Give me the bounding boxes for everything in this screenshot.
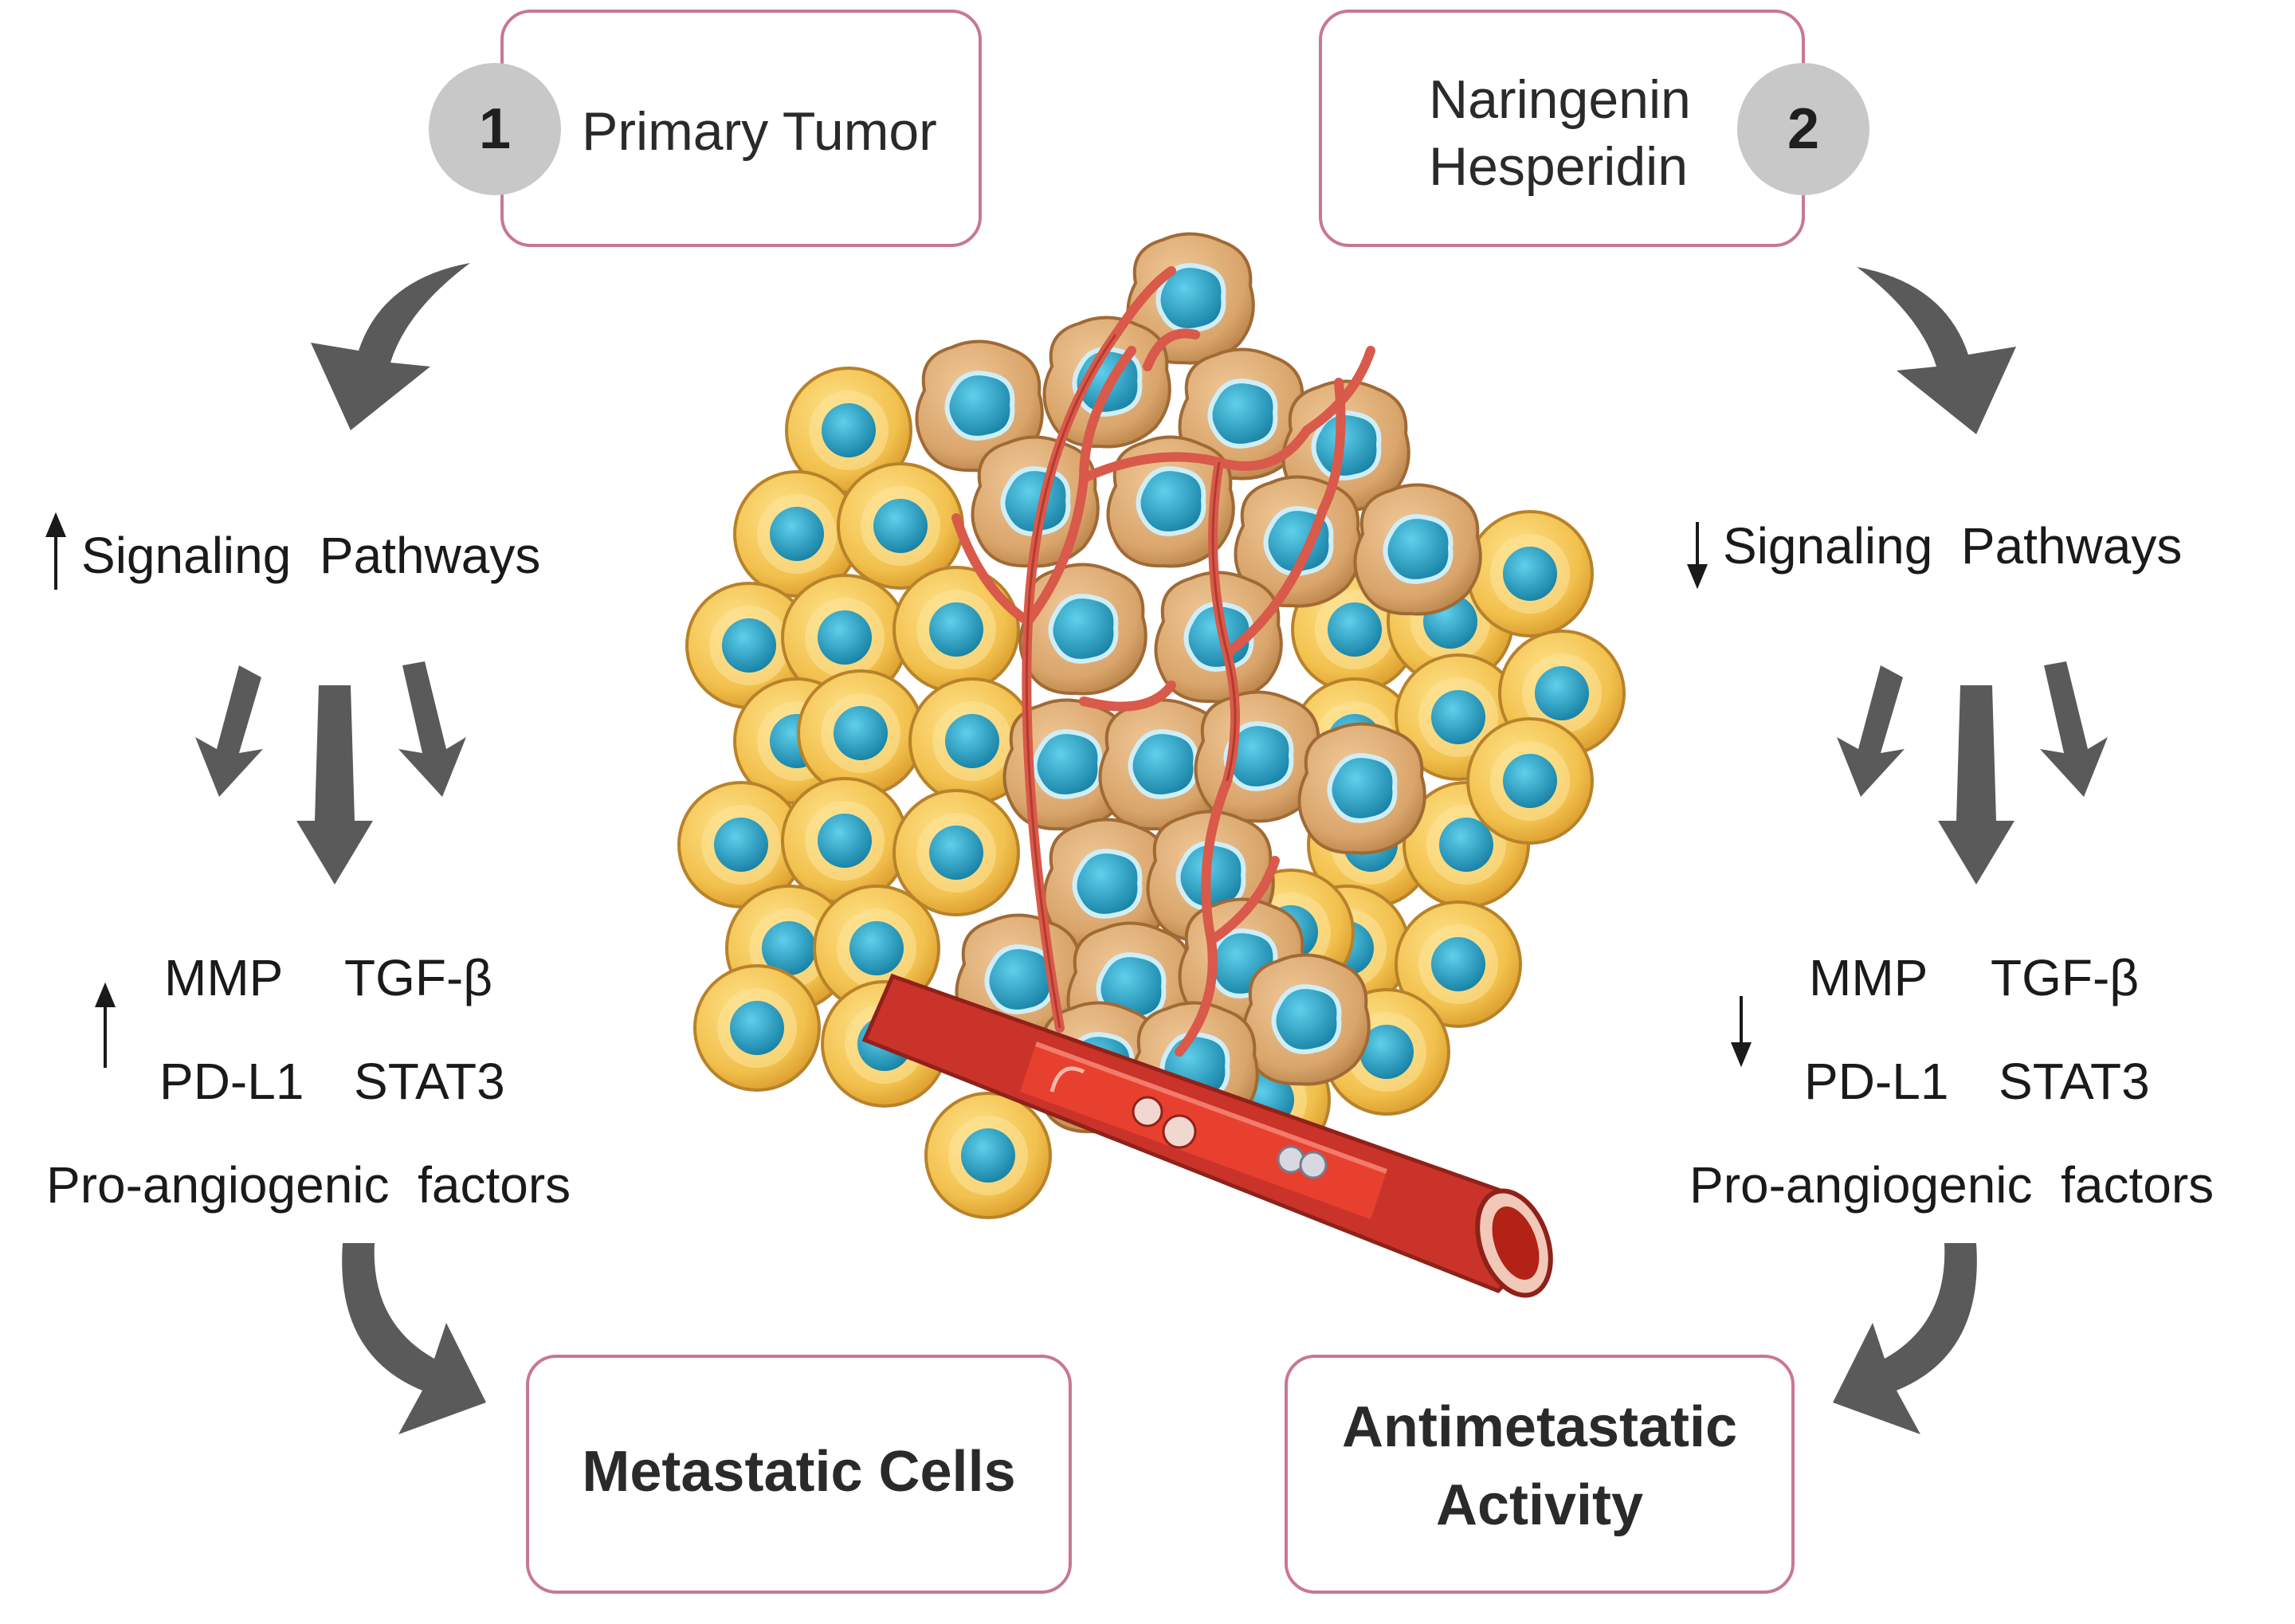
curved-arrow-top-left — [311, 263, 470, 430]
primary-tumor-label: Primary Tumor — [582, 101, 937, 162]
curved-arrow-bottom-right — [1833, 1243, 1977, 1434]
curved-arrow-top-right — [1857, 267, 2016, 434]
antimetastatic-activity-box — [1285, 1355, 1795, 1594]
left-tgf-beta: TGF-β — [344, 949, 493, 1006]
right-mmp: MMP — [1809, 949, 1928, 1006]
tumor-illustration — [677, 233, 1626, 1298]
triple-arrows-left — [195, 661, 466, 885]
hesperidin-label: Hesperidin — [1429, 136, 1689, 197]
metastatic-cells-box — [526, 1355, 1072, 1594]
naringenin-label: Naringenin — [1429, 69, 1691, 130]
right-down-arrows — [1687, 522, 1752, 1068]
step-2-badge: 2 — [1737, 63, 1869, 195]
triple-arrows-right — [1837, 661, 2108, 885]
curved-arrow-bottom-left — [342, 1243, 486, 1434]
right-tgf-beta: TGF-β — [1991, 949, 2140, 1006]
left-signaling-pathways: Signaling Pathways — [81, 527, 541, 584]
antimetastatic-label: Antimetastatic — [1341, 1395, 1738, 1459]
right-stat3: STAT3 — [1999, 1053, 2150, 1110]
step-2-number: 2 — [1787, 97, 1820, 161]
primary-tumor-box — [500, 10, 982, 247]
step-1-number: 1 — [478, 97, 512, 161]
left-pd-l1: PD-L1 — [159, 1053, 304, 1110]
activity-label: Activity — [1435, 1473, 1644, 1537]
step-1-badge: 1 — [429, 63, 561, 195]
metastatic-cells-label: Metastatic Cells — [582, 1440, 1016, 1504]
right-pro-angiogenic-factors: Pro-angiogenic factors — [1689, 1156, 2215, 1214]
left-up-arrows — [45, 512, 116, 1068]
left-stat3: STAT3 — [354, 1053, 505, 1110]
right-signaling-pathways: Signaling Pathways — [1723, 517, 2183, 575]
blood-vessel — [861, 973, 1553, 1298]
right-pd-l1: PD-L1 — [1804, 1053, 1949, 1110]
left-mmp: MMP — [164, 949, 284, 1006]
left-pro-angiogenic-factors: Pro-angiogenic factors — [46, 1156, 571, 1214]
